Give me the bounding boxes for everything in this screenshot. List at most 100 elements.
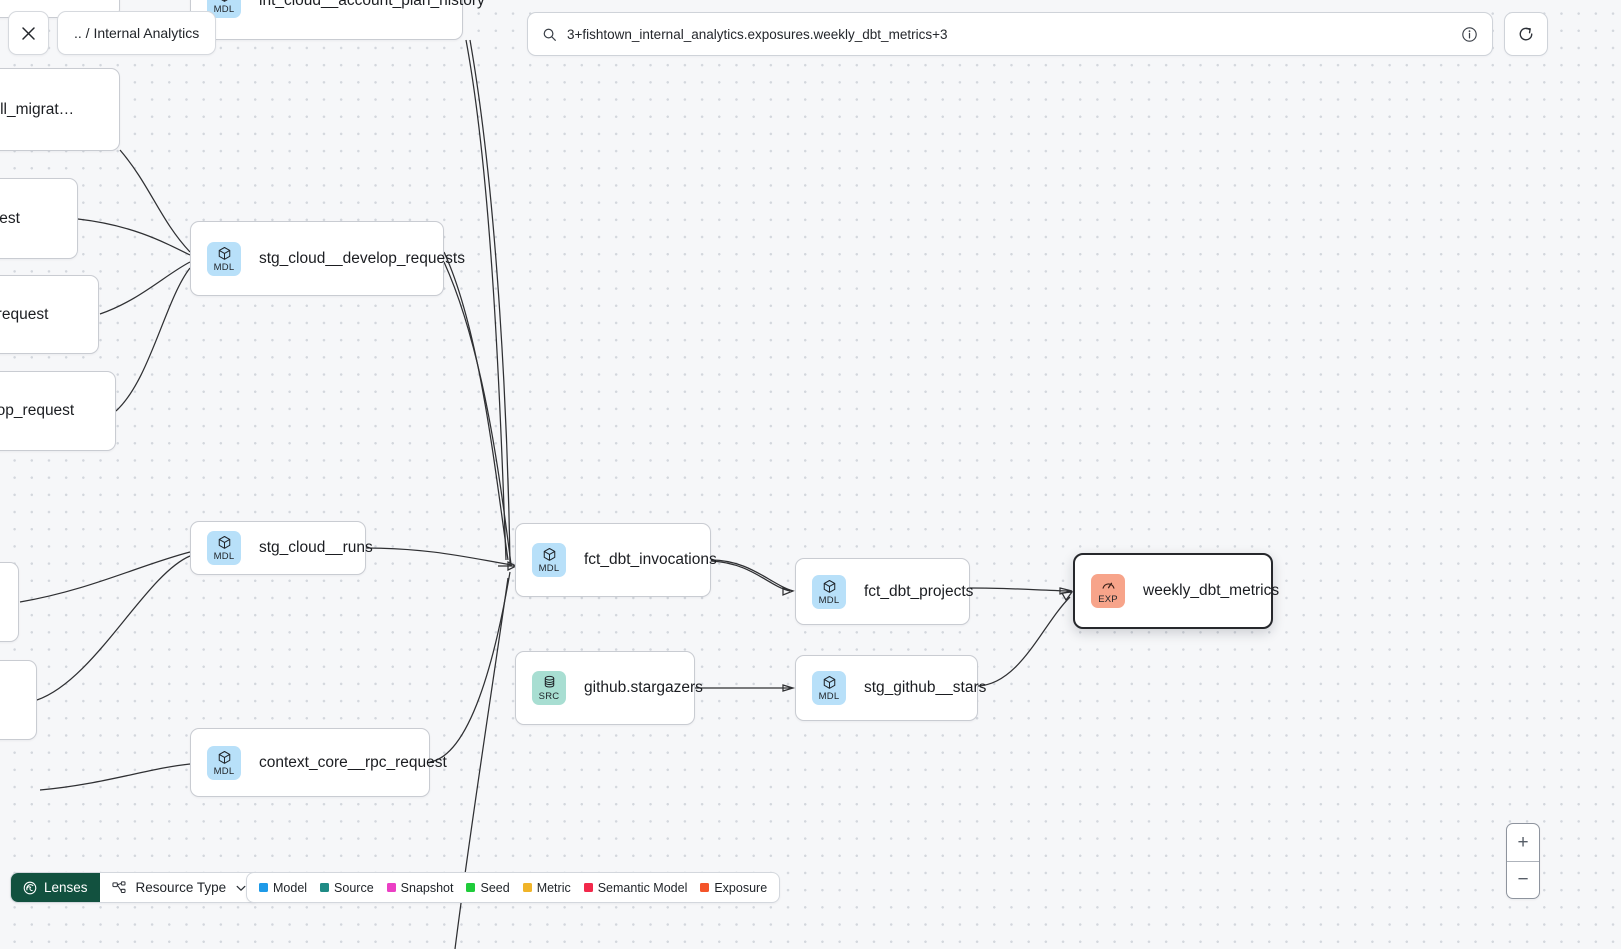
node-type-glyph	[822, 579, 837, 594]
legend-label: Semantic Model	[597, 880, 688, 895]
search-bar[interactable]: 3+fishtown_internal_analytics.exposures.…	[527, 12, 1493, 56]
node-type-label: MDL	[213, 551, 235, 562]
legend-item-seed[interactable]: Seed	[466, 880, 510, 895]
node-label: stg_cloud__runs	[259, 539, 373, 556]
node-type-badge-mdl: MDL	[207, 531, 241, 565]
node-type-label: MDL	[538, 563, 560, 574]
node-type-glyph	[217, 0, 232, 3]
resource-type-label: Resource Type	[135, 880, 227, 895]
graph-node-stg_cloud_runs[interactable]: MDL stg_cloud__runs	[190, 521, 373, 575]
refresh-button[interactable]	[1504, 12, 1548, 56]
edge-group	[19, 39, 1074, 949]
node-label: github.stargazers	[584, 679, 703, 696]
node-type-glyph	[822, 675, 837, 690]
legend-label: Model	[273, 880, 308, 895]
node-label: p_request	[0, 209, 20, 227]
node-label: stg_cloud__develop_requests	[259, 249, 465, 267]
node-label: stg_github__stars	[864, 679, 987, 696]
model-cube-icon	[218, 246, 230, 260]
graph-node-develop_request_a[interactable]: MDLp_request	[0, 178, 78, 259]
node-type-badge-mdl: MDL	[207, 241, 241, 276]
legend-swatch	[466, 883, 476, 892]
node-label: velop_request	[0, 305, 49, 323]
node-type-label: MDL	[213, 765, 235, 777]
node-type-badge-src: SRC	[532, 671, 566, 705]
node-label: _develop_request	[0, 402, 75, 419]
model-cube-icon	[823, 675, 835, 689]
node-type-glyph	[217, 750, 232, 765]
legend-label: Seed	[480, 880, 510, 895]
node-type-badge-mdl: MDL	[207, 745, 241, 780]
graph-node-stg_cloud_develop_requests[interactable]: MDL stg_cloud__develop_requests	[190, 221, 465, 296]
graph-node-weekly_dbt_metrics[interactable]: EXP weekly_dbt_metrics	[1073, 553, 1279, 629]
model-cube-icon	[220, 0, 228, 2]
graph-node-fct_dbt_projects[interactable]: MDL fct_dbt_projects	[795, 558, 974, 625]
node-type-badge-mdl: MDL	[812, 671, 846, 705]
chevron-down-icon	[236, 885, 246, 891]
node-type-badge-mdl: MDL	[207, 0, 241, 18]
legend-item-snapshot[interactable]: Snapshot	[386, 880, 454, 895]
node-type-label: MDL	[213, 4, 235, 15]
database-icon	[544, 675, 554, 688]
close-button[interactable]	[8, 11, 49, 55]
legend-label: Metric	[536, 880, 571, 895]
node-label: weekly_dbt_metrics	[1143, 582, 1280, 599]
node-type-label: EXP	[1098, 594, 1118, 605]
node-type-label: MDL	[213, 261, 235, 273]
legend-swatch	[583, 883, 593, 892]
legend-item-metric[interactable]: Metric	[522, 880, 571, 895]
resource-type-dropdown[interactable]: Resource Type	[99, 873, 260, 902]
node-type-badge-exp: EXP	[1091, 574, 1125, 608]
model-cube-icon	[543, 547, 555, 561]
graph-node-context_core_rpc_request[interactable]: MDL context_core__rpc_request	[190, 728, 447, 797]
legend-swatch	[386, 883, 396, 892]
graph-node-int_cloud_account_plan[interactable]: MDL int_cloud__account_plan_history	[190, 0, 485, 40]
search-input[interactable]: 3+fishtown_internal_analytics.exposures.…	[567, 26, 948, 42]
zoom-in-button[interactable]	[1507, 824, 1539, 862]
legend-swatch	[320, 883, 330, 892]
model-cube-icon	[218, 535, 230, 549]
exposure-chart-icon	[1102, 582, 1114, 589]
node-label: context_core__rpc_request	[259, 753, 447, 771]
node-type-label: MDL	[818, 691, 840, 702]
graph-node-left_node_n[interactable]: MDLn	[0, 562, 19, 642]
zoom-controls	[1506, 823, 1540, 899]
legend-item-model[interactable]: Model	[259, 881, 307, 895]
legend-item-exposure[interactable]: Exposure	[700, 881, 767, 895]
node-label: multicell_migrat…	[0, 100, 75, 118]
graph-node-github_stargazers[interactable]: SRC github.stargazers	[515, 651, 703, 725]
node-type-badge-mdl: MDL	[532, 543, 566, 577]
hierarchy-icon	[111, 880, 126, 893]
graph-node-develop_request_b[interactable]: MDLvelop_request	[0, 275, 99, 354]
lenses-button[interactable]: Lenses	[11, 873, 100, 902]
node-type-glyph	[217, 246, 232, 261]
node-label: int_cloud__account_plan_history	[259, 0, 485, 9]
breadcrumb-label: .. / Internal Analytics	[74, 25, 200, 41]
legend-swatch	[259, 883, 268, 892]
node-type-badge-mdl: MDL	[812, 574, 846, 609]
legend-label: Exposure	[714, 880, 768, 895]
legend-item-semantic-model[interactable]: Semantic Model	[583, 880, 688, 895]
legend-label: Snapshot	[400, 880, 454, 895]
graph-node-develop_request_c[interactable]: MDL_develop_request	[0, 371, 116, 451]
breadcrumb[interactable]: .. / Internal Analytics	[57, 11, 217, 55]
lenses-label: Lenses	[44, 880, 88, 895]
zoom-out-button[interactable]	[1507, 862, 1539, 899]
model-cube-icon	[823, 579, 835, 593]
node-type-glyph	[542, 675, 557, 690]
legend-label: Source	[334, 880, 374, 895]
legend-swatch	[522, 883, 532, 892]
model-cube-icon	[218, 750, 230, 764]
search-icon	[543, 28, 556, 41]
node-label: fct_dbt_projects	[864, 582, 974, 600]
node-type-label: MDL	[818, 594, 840, 606]
graph-node-multicell_migrat[interactable]: MDLmulticell_migrat…	[0, 68, 120, 151]
legend-item-source[interactable]: Source	[320, 881, 374, 895]
info-icon[interactable]	[1461, 26, 1478, 43]
graph-node-stg_github_stars[interactable]: MDL stg_github__stars	[795, 655, 986, 721]
graph-node-left_node_run[interactable]: MDL_run	[0, 660, 37, 740]
node-type-glyph	[217, 535, 232, 550]
